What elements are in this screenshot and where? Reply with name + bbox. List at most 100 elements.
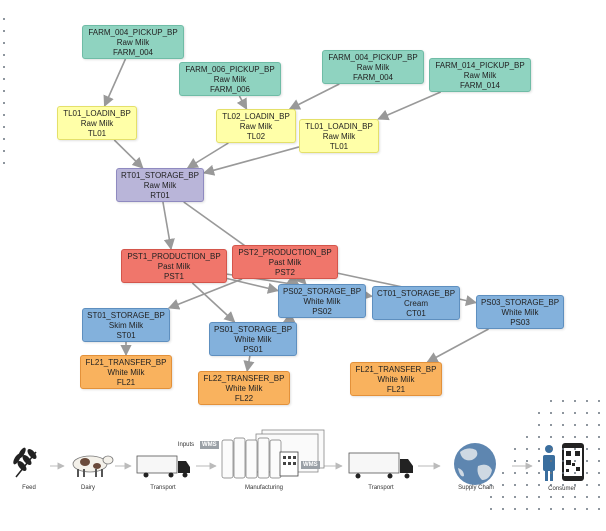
- decorative-dot: [598, 496, 600, 498]
- decorative-dot: [3, 30, 5, 32]
- node-product: Raw Milk: [322, 132, 356, 141]
- decorative-dot: [3, 150, 5, 152]
- decorative-dot: [550, 460, 552, 462]
- node-ps01-storage[interactable]: PS01_STORAGE_BP White Milk PS01: [209, 322, 297, 356]
- stage-label-transport-2: Transport: [368, 485, 394, 491]
- decorative-dot: [550, 400, 552, 402]
- decorative-dot: [574, 400, 576, 402]
- truck-icon: [136, 455, 190, 478]
- decorative-dot: [598, 448, 600, 450]
- node-product: White Milk: [225, 384, 263, 393]
- wheat-icon: [13, 447, 37, 478]
- cow-icon: [72, 455, 114, 477]
- node-title: FL21_TRANSFER_BP: [85, 358, 167, 367]
- decorative-dot: [598, 400, 600, 402]
- node-farm-004-pickup-2[interactable]: FARM_004_PICKUP_BP Raw Milk FARM_004: [322, 50, 424, 84]
- node-product: White Milk: [303, 297, 341, 306]
- node-product: Raw Milk: [213, 75, 247, 84]
- node-id: FARM_004: [112, 48, 154, 57]
- edge-pst2-to-st01: [167, 278, 243, 310]
- node-product: Past Milk: [268, 258, 302, 267]
- node-id: FL21: [116, 378, 136, 387]
- decorative-dot: [514, 508, 516, 510]
- node-title: FARM_006_PICKUP_BP: [185, 65, 275, 74]
- node-farm-004-pickup[interactable]: FARM_004_PICKUP_BP Raw Milk FARM_004: [82, 25, 184, 59]
- decorative-dot: [598, 460, 600, 462]
- decorative-dot: [586, 460, 588, 462]
- decorative-dot: [574, 436, 576, 438]
- wms-badge: WMS: [200, 441, 219, 449]
- node-ps02-storage[interactable]: PS02_STORAGE_BP White Milk PS02: [278, 284, 366, 318]
- node-id: TL01: [87, 129, 107, 138]
- decorative-dot: [514, 484, 516, 486]
- decorative-dot: [490, 496, 492, 498]
- node-rt01-storage[interactable]: RT01_STORAGE_BP Raw Milk RT01: [116, 168, 204, 202]
- node-pst1-production[interactable]: PST1_PRODUCTION_BP Past Milk PST1: [121, 249, 227, 283]
- node-id: ST01: [116, 331, 136, 340]
- factory-icon: [221, 429, 325, 479]
- node-st01-storage[interactable]: ST01_STORAGE_BP Skim Milk ST01: [82, 308, 170, 342]
- node-tl01-loadin[interactable]: TL01_LOADIN_BP Raw Milk TL01: [57, 106, 137, 140]
- decorative-dot: [562, 472, 564, 474]
- decorative-dot: [3, 42, 5, 44]
- decorative-dot: [586, 484, 588, 486]
- node-title: PS01_STORAGE_BP: [213, 325, 293, 334]
- decorative-dot: [514, 448, 516, 450]
- node-title: ST01_STORAGE_BP: [87, 311, 165, 320]
- decorative-dot: [562, 460, 564, 462]
- node-farm-014-pickup[interactable]: FARM_014_PICKUP_BP Raw Milk FARM_014: [429, 58, 531, 92]
- node-id: FARM_004: [352, 73, 394, 82]
- decorative-dot: [526, 460, 528, 462]
- decorative-dot: [586, 424, 588, 426]
- node-id: FARM_014: [459, 81, 501, 90]
- edge-tl01a-to-rt01: [113, 139, 144, 169]
- node-ps03-storage[interactable]: PS03_STORAGE_BP White Milk PS03: [476, 295, 564, 329]
- decorative-dot: [550, 436, 552, 438]
- decorative-dot: [3, 138, 5, 140]
- node-product: Raw Milk: [463, 71, 497, 80]
- node-farm-006-pickup[interactable]: FARM_006_PICKUP_BP Raw Milk FARM_006: [179, 62, 281, 96]
- decorative-dot: [538, 460, 540, 462]
- decorative-dot: [526, 508, 528, 510]
- decorative-dot: [538, 484, 540, 486]
- decorative-dot: [538, 436, 540, 438]
- decorative-dot: [598, 508, 600, 510]
- decorative-dot: [574, 460, 576, 462]
- edge-farm004b-to-tl02: [288, 83, 340, 110]
- edge-ps02-to-ps01: [282, 312, 296, 323]
- node-fl21-transfer[interactable]: FL21_TRANSFER_BP White Milk FL21: [80, 355, 172, 389]
- inputs-label: Inputs: [177, 442, 195, 448]
- node-tl01-loadin-2[interactable]: TL01_LOADIN_BP Raw Milk TL01: [299, 119, 379, 153]
- decorative-dot: [562, 400, 564, 402]
- stage-label-transport: Transport: [150, 485, 176, 491]
- node-pst2-production[interactable]: PST2_PRODUCTION_BP Past Milk PST2: [232, 245, 338, 279]
- node-fl22-transfer[interactable]: FL22_TRANSFER_BP White Milk FL22: [198, 371, 290, 405]
- node-tl02-loadin[interactable]: TL02_LOADIN_BP Raw Milk TL02: [216, 109, 296, 143]
- decorative-dot: [586, 508, 588, 510]
- node-title: FARM_004_PICKUP_BP: [328, 53, 418, 62]
- globe-icon: [454, 443, 496, 485]
- stage-label-consumer: Consumer: [548, 486, 576, 492]
- decorative-dot: [514, 460, 516, 462]
- node-title: FARM_004_PICKUP_BP: [88, 28, 178, 37]
- decorative-dot: [490, 508, 492, 510]
- edge-pst1-to-ps01: [191, 282, 236, 323]
- node-id: TL01: [329, 142, 349, 151]
- stage-label-manufacturing: Manufacturing: [244, 485, 284, 491]
- decorative-dot: [538, 424, 540, 426]
- node-id: PS01: [243, 345, 263, 354]
- decorative-dot: [502, 484, 504, 486]
- node-title: RT01_STORAGE_BP: [121, 171, 199, 180]
- node-fl21-transfer-2[interactable]: FL21_TRANSFER_BP White Milk FL21: [350, 362, 442, 396]
- decorative-dot: [550, 472, 552, 474]
- decorative-dot: [586, 448, 588, 450]
- decorative-dot: [574, 412, 576, 414]
- decorative-dot: [562, 496, 564, 498]
- node-product: Raw Milk: [143, 181, 177, 190]
- node-ct01-storage[interactable]: CT01_STORAGE_BP Cream CT01: [372, 286, 460, 320]
- decorative-dot: [550, 448, 552, 450]
- node-title: TL01_LOADIN_BP: [63, 109, 131, 118]
- decorative-dot: [502, 472, 504, 474]
- consumer-phone-icon: [543, 443, 584, 481]
- decorative-dot: [3, 66, 5, 68]
